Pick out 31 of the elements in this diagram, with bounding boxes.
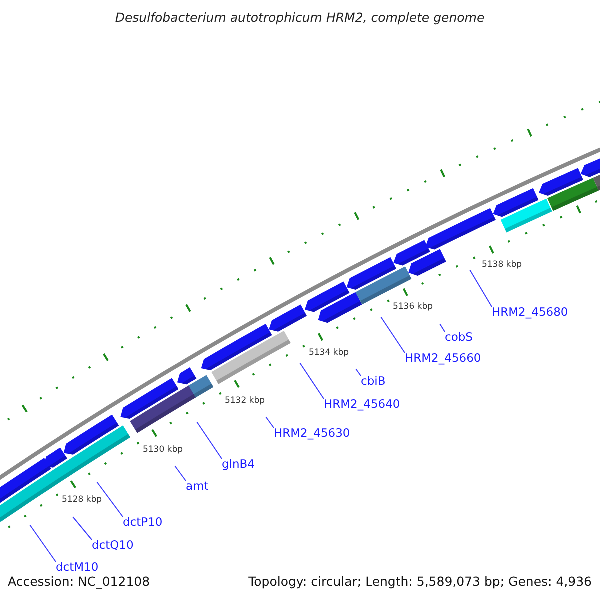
gene-label: dctP10 — [123, 515, 163, 529]
scale-label: 5128 kbp — [62, 495, 102, 505]
leader-line — [380, 316, 406, 354]
accession-text: Accession: NC_012108 — [8, 574, 150, 589]
leader-line — [72, 516, 92, 540]
gene-label: HRM2_45680 — [492, 305, 568, 319]
leader-line — [266, 416, 274, 428]
scale-label: 5136 kbp — [392, 302, 434, 312]
genome-info-text: Topology: circular; Length: 5,589,073 bp; Genes: 4,936 — [248, 574, 592, 589]
gene-label: HRM2_45630 — [274, 426, 350, 440]
scale-label: 5130 kbp — [142, 445, 184, 455]
title: Desulfobacterium autotrophicum HRM2, complete genome — [114, 10, 486, 25]
leader-line — [356, 368, 362, 376]
leader-line — [470, 270, 492, 308]
leader-line — [96, 482, 124, 518]
leader-line — [196, 422, 222, 460]
gene-label: dctM10 — [56, 560, 99, 574]
scale-label: 5134 kbp — [308, 348, 350, 358]
scale-label: 5138 kbp — [482, 260, 522, 270]
leader-line — [300, 362, 324, 400]
gene-label: HRM2_45640 — [324, 397, 400, 411]
scale-label: 5132 kbp — [224, 396, 266, 406]
gene-label: amt — [186, 479, 209, 493]
leader-line — [174, 466, 186, 482]
gene-label: glnB4 — [222, 457, 255, 471]
leader-line — [440, 324, 446, 332]
gene-label: cbiB — [361, 374, 386, 388]
gene-label: dctQ10 — [92, 538, 134, 552]
leader-line — [30, 524, 56, 562]
gene-label: cobS — [445, 330, 473, 344]
gene-label: HRM2_45660 — [405, 351, 482, 365]
